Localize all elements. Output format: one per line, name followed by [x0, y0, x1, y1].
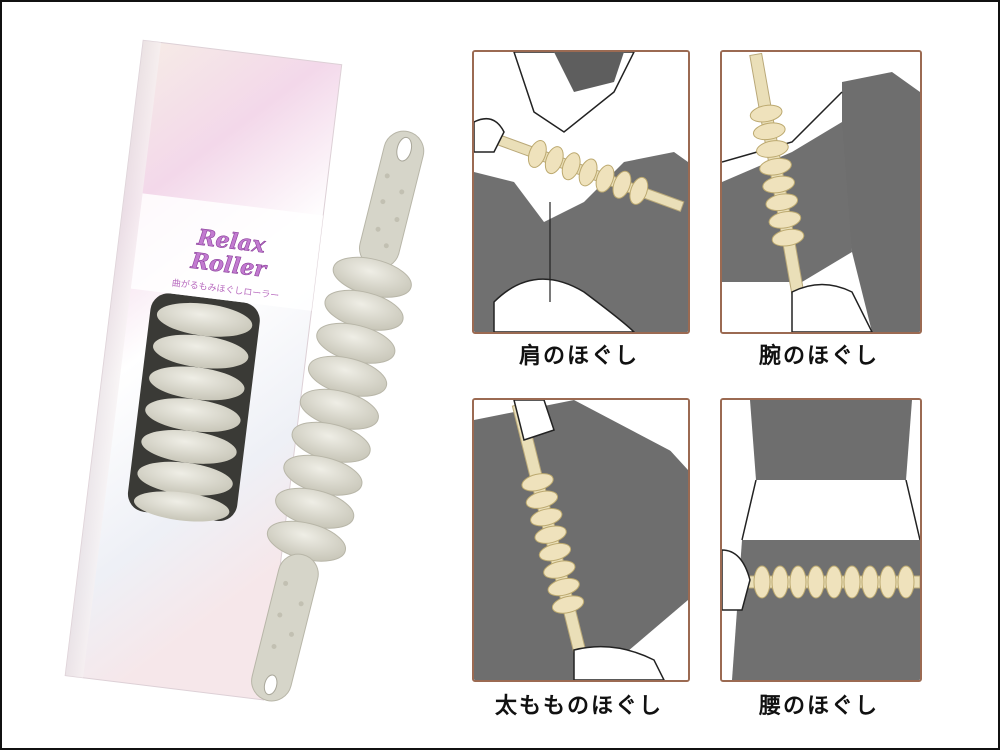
product-photo: Relax Roller 曲がるもみほぐしローラー — [2, 2, 462, 748]
massage-roller — [251, 130, 425, 702]
usage-panel-shoulder — [472, 50, 690, 334]
caption-shoulder: 肩のほぐし — [518, 344, 639, 369]
product-box — [64, 39, 343, 701]
usage-panel-waist — [720, 398, 922, 682]
caption-arm: 腕のほぐし — [758, 344, 879, 369]
usage-panel-arm — [720, 50, 922, 334]
caption-waist: 腰のほぐし — [758, 694, 879, 719]
usage-panel-thigh — [472, 398, 690, 682]
caption-thigh: 太もものほぐし — [494, 694, 663, 719]
